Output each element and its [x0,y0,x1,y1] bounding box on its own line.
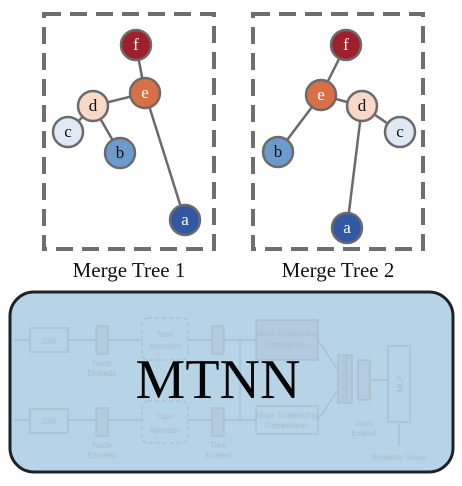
tree-1-node-label-c: c [64,122,72,141]
comparison-label-4: Comparison [265,421,308,430]
node-embeds-label-3: Node [92,441,112,450]
tree-2-node-label-b: b [274,142,283,161]
tree-1-frame [42,12,216,251]
similarity-score-label: Similarity Score [371,453,427,462]
tree-embed-label-2: Embed [205,451,230,460]
node-embeds-stack-top [95,325,109,355]
tree-1-node-a [168,203,202,237]
mtnn-panel [8,290,455,474]
tree-1-node-label-a: a [181,210,189,229]
tree-2-node-c [383,115,417,149]
tree-2-node-label-e: e [317,85,325,104]
tree-1-node-d [76,89,110,123]
gin-block-bottom [29,408,69,434]
tree-1-node-label-f: f [133,35,139,54]
tree-1-edge-e-a [143,92,187,221]
tree-2-node-label-d: d [358,96,367,115]
merge-tree-1: f e dc b a [51,28,202,237]
topo-attention-top [141,317,189,361]
gin-label-bottom: GIN [42,417,56,426]
tree-2-node-e [304,78,338,112]
tree-1-node-label-e: e [141,83,149,102]
tree-2-node-f [329,28,363,62]
tree-embed-stack-bottom [211,407,225,437]
comparison-block-top [255,319,319,361]
tree-2-frame [251,12,425,251]
tree-2-edge-d-a [345,105,364,229]
architecture-sketch [14,317,411,446]
topo-attention-label-2: Attention [149,342,181,351]
tree-1-title: Merge Tree 1 [72,258,186,282]
tree-2-node-d [345,89,379,123]
tree-2-node-label-c: c [396,122,404,141]
tree-2-node-b [261,135,295,169]
comparison-label-1: Node Embedding [256,329,318,338]
gin-label-top: GIN [42,337,56,346]
tree-1-node-label-d: d [89,96,98,115]
node-embeds-label-4: Embeds [87,451,116,460]
topo-attention-label-3: Topo [156,412,174,421]
joint-embed-label-2: Embed [351,429,376,438]
tree-embed-label-1: Tree [210,441,227,450]
topo-attention-bottom [141,400,189,444]
topo-attention-label-1: Topo [156,330,174,339]
tree-2-title: Merge Tree 2 [281,258,395,282]
merge-tree-2: f e d b c a [261,28,417,245]
topo-attention-label-4: Attention [149,426,181,435]
node-embeds-stack-bottom [95,407,109,437]
tree-2-node-a [330,211,364,245]
concatenate-label: Concatenate [341,354,350,400]
tree-1-node-e [128,76,162,110]
tree-1-node-b [103,136,137,170]
joint-embed-stack [357,359,371,401]
joint-embed-label-1: Joint [356,419,374,428]
concatenate-block [337,354,353,404]
comparison-label-3: Node Embedding [256,411,318,420]
tree-2-node-label-f: f [343,35,349,54]
mtnn-title: MTNN [136,349,301,411]
architecture-labels: GIN GIN Node Embeds Node Embeds Topo Att… [42,329,427,462]
node-embeds-label-1: Node [92,359,112,368]
comparison-label-2: Comparison [265,340,308,349]
mlp-label: MLP [396,376,405,392]
tree-2-node-label-a: a [343,218,351,237]
tree-1-node-f [119,28,153,62]
node-embeds-label-2: Embeds [87,369,116,378]
tree-1-node-c [51,115,85,149]
tree-1-node-label-b: b [116,143,125,162]
